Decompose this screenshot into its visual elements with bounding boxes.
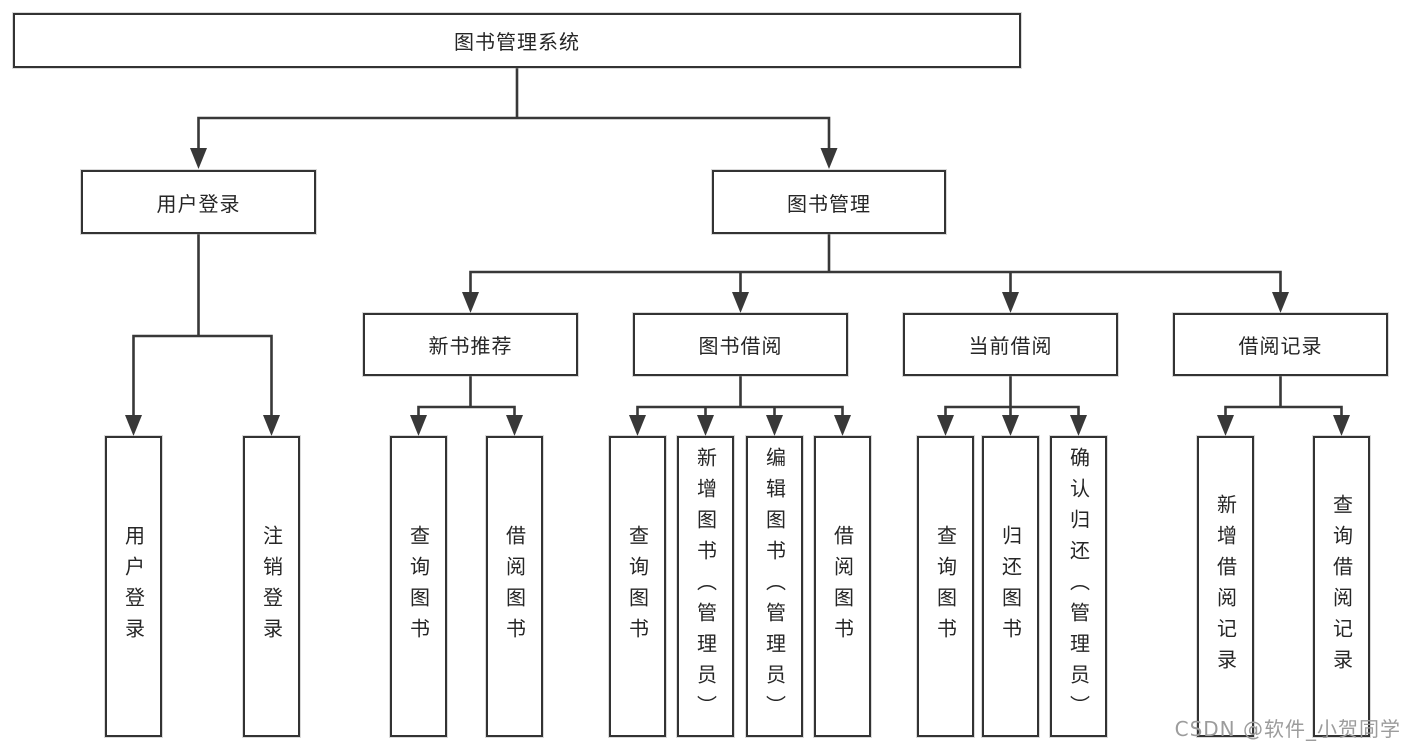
leaf-query-books-borrowing: 查询图书 [609,436,666,737]
node-label: 编辑图书（管理员） [762,447,787,726]
node-library-management-system: 图书管理系统 [13,13,1021,68]
node-user-login-branch: 用户登录 [81,170,316,234]
leaf-query-borrow-record: 查询借阅记录 [1313,436,1370,737]
node-label: 新增借阅记录 [1213,493,1238,680]
node-new-book-recommendation: 新书推荐 [363,313,578,376]
leaf-query-books-current: 查询图书 [917,436,974,737]
leaf-add-borrow-record: 新增借阅记录 [1197,436,1254,737]
node-label: 查询图书 [625,524,650,649]
node-current-borrowing: 当前借阅 [903,313,1118,376]
leaf-borrow-books-recommend: 借阅图书 [486,436,543,737]
node-label: 图书借阅 [698,334,783,358]
node-borrowing-records: 借阅记录 [1173,313,1388,376]
leaf-confirm-return-admin: 确认归还（管理员） [1050,436,1107,737]
node-label: 查询借阅记录 [1329,493,1354,680]
leaf-edit-books-admin: 编辑图书（管理员） [746,436,803,737]
leaf-logout: 注销登录 [243,436,300,737]
node-label: 确认归还（管理员） [1066,447,1091,726]
node-label: 归还图书 [998,524,1023,649]
node-label: 借阅图书 [502,524,527,649]
watermark: CSDN @软件_小贺同学 [1174,717,1401,741]
node-label: 查询图书 [406,524,431,649]
node-label: 查询图书 [933,524,958,649]
node-label: 当前借阅 [968,334,1053,358]
node-label: 新书推荐 [428,334,513,358]
leaf-borrow-books: 借阅图书 [814,436,871,737]
node-label: 图书管理 [787,191,871,216]
leaf-query-books-recommend: 查询图书 [390,436,447,737]
node-label: 用户登录 [156,191,241,216]
node-book-borrowing: 图书借阅 [633,313,848,376]
node-label: 借阅图书 [830,524,855,649]
node-label: 用户登录 [121,524,146,649]
node-label: 新增图书（管理员） [693,447,718,726]
node-book-management-branch: 图书管理 [712,170,946,234]
leaf-add-books-admin: 新增图书（管理员） [677,436,734,737]
node-label: 借阅记录 [1238,334,1323,358]
node-label: 注销登录 [259,524,284,649]
node-label: 图书管理系统 [454,30,580,54]
leaf-return-books: 归还图书 [982,436,1039,737]
leaf-user-login: 用户登录 [105,436,162,737]
